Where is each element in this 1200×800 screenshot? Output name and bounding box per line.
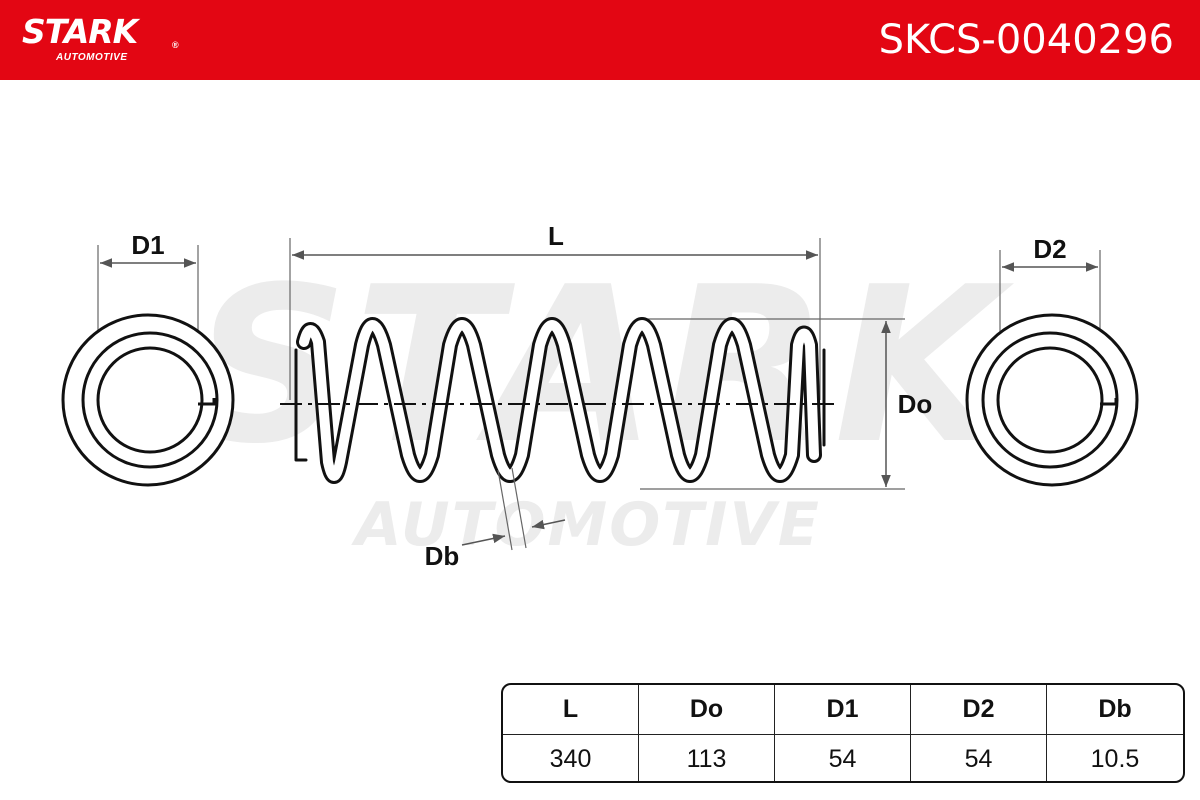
spec-value-d1: 54 — [775, 735, 911, 781]
end-view-left: D1 — [61, 230, 235, 487]
label-db: Db — [425, 541, 460, 571]
spec-header-l: L — [503, 685, 639, 735]
label-l: L — [548, 221, 564, 251]
spec-header-d1: D1 — [775, 685, 911, 735]
spec-value-db: 10.5 — [1090, 744, 1140, 773]
part-number: SKCS-0040296 — [878, 17, 1174, 63]
spec-header-db: Db — [1047, 685, 1183, 735]
logo-subtitle: AUTOMOTIVE — [56, 52, 128, 63]
logo-registered-mark: ® — [172, 40, 179, 50]
spec-value-d2: 54 — [911, 735, 1047, 781]
spring-diagram: STARK AUTOMOTIVE ® D1 D2 L Do — [61, 221, 1139, 571]
spec-header-do: Do — [639, 685, 775, 735]
spec-value-l: 340 — [503, 735, 639, 781]
logo-brand: STARK — [22, 12, 138, 51]
label-d1: D1 — [131, 230, 164, 260]
stark-logo: STARK ® AUTOMOTIVE — [22, 12, 179, 64]
label-do: Do — [898, 389, 933, 419]
spec-table: L Do D1 D2 Db 340 113 54 54 10.5 — [501, 683, 1185, 783]
watermark-subtitle: AUTOMOTIVE — [351, 490, 821, 560]
spring-side-view: L Do Db — [280, 221, 932, 571]
label-d2: D2 — [1033, 234, 1066, 264]
spec-value-do: 113 — [639, 735, 775, 781]
end-view-right: D2 — [965, 234, 1139, 487]
header-bar: STARK ® AUTOMOTIVE SKCS-0040296 — [0, 0, 1200, 80]
spec-header-d2: D2 — [911, 685, 1047, 735]
